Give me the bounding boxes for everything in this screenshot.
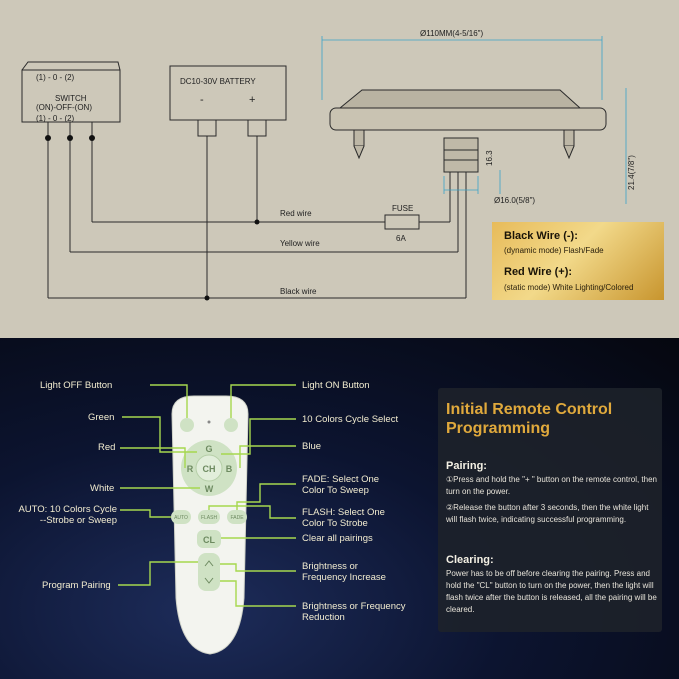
clearing-text: Power has to be off before clearing the … bbox=[446, 569, 657, 614]
black-wire-title: Black Wire (-): bbox=[504, 230, 578, 242]
btn-flash: FLASH bbox=[201, 515, 218, 521]
pairing-step1: ①Press and hold the "+ " button on the r… bbox=[446, 475, 657, 496]
light-dome bbox=[338, 89, 582, 109]
programming-title: Initial Remote Control Programming bbox=[446, 401, 613, 437]
btn-cl: CL bbox=[203, 535, 215, 545]
light-off-button bbox=[180, 418, 194, 432]
flash-button bbox=[198, 510, 220, 524]
dim-diameter: Ø110MM(4-5/16") bbox=[420, 29, 483, 38]
clearing-heading: Clearing: bbox=[446, 554, 494, 566]
label-light-off: Light OFF Button bbox=[40, 380, 113, 391]
switch-top-label: (1) - 0 - (2) bbox=[36, 73, 75, 82]
auto-button bbox=[171, 510, 191, 524]
wiring-diagram: (1) - 0 - (2) SWITCH (ON)-OFF-(ON) (1) -… bbox=[21, 29, 636, 301]
label-flash: FLASH: Select One Color To Strobe bbox=[302, 507, 385, 529]
minus-arrow-icon bbox=[204, 577, 214, 584]
light-base bbox=[329, 107, 607, 131]
battery-box bbox=[169, 65, 287, 121]
switch-box bbox=[21, 69, 121, 123]
red-wire-label: Red wire bbox=[280, 209, 312, 218]
plus-arrow-icon bbox=[204, 560, 214, 567]
label-auto: AUTO: 10 Colors Cycle --Strobe or Sweep bbox=[18, 504, 117, 526]
wiring-diagram-section: (1) - 0 - (2) SWITCH (ON)-OFF-(ON) (1) -… bbox=[0, 0, 679, 338]
black-wire-desc: (dynamic mode) Flash/Fade bbox=[504, 246, 604, 255]
label-blue: Blue bbox=[302, 441, 322, 452]
remote-body bbox=[171, 395, 249, 655]
red-wire-desc: (static mode) White Lighting/Colored bbox=[504, 283, 634, 292]
label-bright-down: Brightness or Frequency Reduction bbox=[302, 601, 406, 623]
battery-plus: + bbox=[249, 94, 255, 106]
programming-panel: Initial Remote Control Programming Pairi… bbox=[438, 388, 662, 632]
switch-mode: (ON)-OFF-(ON) bbox=[36, 103, 92, 112]
btn-b: B bbox=[226, 464, 233, 474]
switch-bottom-label: (1) - 0 - (2) bbox=[36, 114, 75, 123]
battery-label: DC10-30V BATTERY bbox=[180, 77, 256, 86]
light-on-button bbox=[224, 418, 238, 432]
btn-ch: CH bbox=[203, 464, 216, 474]
label-white: White bbox=[90, 483, 115, 494]
btn-w: W bbox=[205, 484, 214, 494]
battery-minus: - bbox=[200, 94, 204, 106]
switch-name: SWITCH bbox=[55, 94, 87, 103]
ch-button bbox=[195, 454, 223, 482]
cl-button bbox=[197, 530, 221, 548]
yellow-wire-label: Yellow wire bbox=[280, 239, 320, 248]
black-wire-label: Black wire bbox=[280, 287, 317, 296]
pairing-step2: ②Release the button after 3 seconds, the… bbox=[446, 503, 649, 524]
brightness-rocker bbox=[198, 553, 220, 591]
label-green: Green bbox=[88, 412, 115, 423]
fade-button bbox=[227, 510, 247, 524]
fuse-rating: 6A bbox=[396, 234, 406, 243]
fuse bbox=[384, 214, 420, 230]
dim-height2: 21.4(7/8") bbox=[627, 155, 636, 190]
label-light-on: Light ON Button bbox=[302, 380, 370, 391]
dim-stem: Ø16.0(5/8") bbox=[494, 196, 535, 205]
label-clear: Clear all pairings bbox=[302, 533, 373, 544]
dim-height1: 16.3 bbox=[485, 150, 494, 166]
btn-fade: FADE bbox=[230, 515, 244, 521]
label-red: Red bbox=[98, 442, 116, 453]
remote-illustration: G R CH B W CL AUTO FLASH FADE bbox=[118, 384, 296, 655]
btn-r: R bbox=[187, 464, 194, 474]
fuse-label: FUSE bbox=[392, 204, 413, 213]
pairing-heading: Pairing: bbox=[446, 460, 487, 472]
switch-rocker bbox=[21, 61, 121, 71]
label-bright-up: Brightness or Frequency Increase bbox=[302, 561, 386, 583]
label-ten-colors: 10 Colors Cycle Select bbox=[302, 414, 399, 425]
label-program: Program Pairing bbox=[42, 580, 111, 591]
btn-auto: AUTO bbox=[174, 515, 188, 521]
btn-g: G bbox=[205, 444, 212, 454]
light-stem bbox=[443, 137, 479, 173]
wire-legend: Black Wire (-): (dynamic mode) Flash/Fad… bbox=[492, 222, 664, 300]
label-fade: FADE: Select One Color To Sweep bbox=[302, 474, 380, 496]
red-wire-title: Red Wire (+): bbox=[504, 266, 573, 278]
